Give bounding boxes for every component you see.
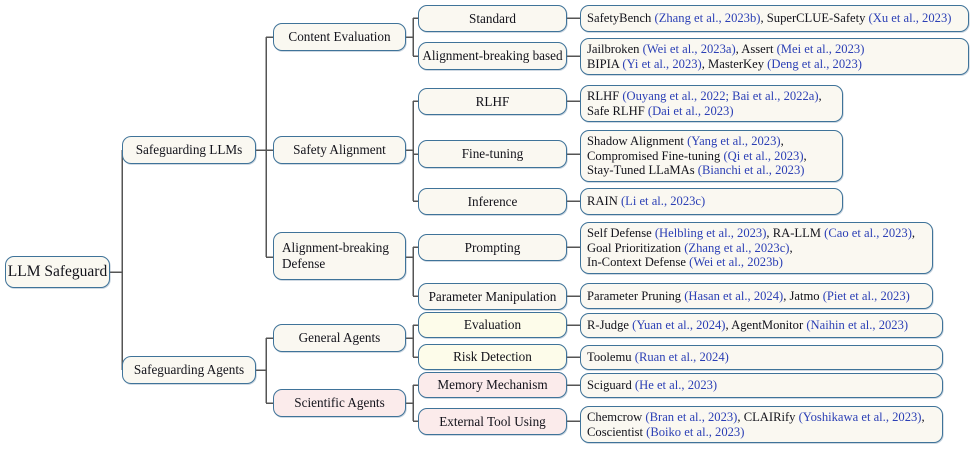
node-label: Evaluation	[463, 317, 522, 333]
leaf-evaluation-refs[interactable]: R-Judge (Yuan et al., 2024), AgentMonito…	[580, 313, 943, 338]
node-root-llm-safeguard[interactable]: LLM Safeguard	[5, 256, 110, 288]
node-general-agents[interactable]: General Agents	[273, 324, 406, 352]
node-evaluation[interactable]: Evaluation	[418, 312, 567, 338]
leaf-parameter-manipulation-refs[interactable]: Parameter Pruning (Hasan et al., 2024), …	[580, 283, 933, 309]
node-label: Parameter Manipulation	[428, 288, 557, 304]
leaf-text: Self Defense (Helbling et al., 2023), RA…	[587, 225, 916, 270]
node-rlhf[interactable]: RLHF	[418, 88, 567, 115]
leaf-risk-detection-refs[interactable]: Toolemu (Ruan et al., 2024)	[580, 345, 943, 370]
leaf-external-tool-using-refs[interactable]: Chemcrow (Bran et al., 2023), CLAIRify (…	[580, 406, 943, 443]
leaf-text: Parameter Pruning (Hasan et al., 2024), …	[587, 288, 910, 303]
node-label: Safety Alignment	[293, 142, 386, 158]
leaf-text: Chemcrow (Bran et al., 2023), CLAIRify (…	[587, 409, 925, 439]
node-label: Fine-tuning	[461, 146, 524, 162]
node-label: Risk Detection	[453, 349, 532, 365]
node-external-tool-using[interactable]: External Tool Using	[418, 408, 567, 435]
node-safeguarding-agents[interactable]: Safeguarding Agents	[122, 356, 256, 384]
node-label: Standard	[469, 10, 516, 26]
leaf-prompting-refs[interactable]: Self Defense (Helbling et al., 2023), RA…	[580, 222, 933, 274]
leaf-text: Toolemu (Ruan et al., 2024)	[587, 350, 729, 365]
leaf-rlhf-refs[interactable]: RLHF (Ouyang et al., 2022; Bai et al., 2…	[580, 85, 843, 122]
node-label: Safeguarding Agents	[133, 362, 245, 378]
node-label: General Agents	[298, 330, 381, 346]
leaf-text: RAIN (Li et al., 2023c)	[587, 194, 706, 209]
node-prompting[interactable]: Prompting	[418, 234, 567, 261]
node-label: Content Evaluation	[288, 29, 391, 45]
node-label: Inference	[467, 193, 518, 209]
leaf-standard-refs[interactable]: SafetyBench (Zhang et al., 2023b), Super…	[580, 5, 969, 32]
node-safeguarding-llms[interactable]: Safeguarding LLMs	[122, 136, 256, 164]
node-label: Alignment-breaking Defense	[282, 240, 389, 271]
leaf-text: R-Judge (Yuan et al., 2024), AgentMonito…	[587, 318, 909, 333]
leaf-inference-refs[interactable]: RAIN (Li et al., 2023c)	[580, 188, 843, 215]
node-label: Scientific Agents	[294, 395, 385, 411]
leaf-text: SafetyBench (Zhang et al., 2023b), Super…	[587, 11, 952, 26]
leaf-alignment-breaking-based-refs[interactable]: Jailbroken (Wei et al., 2023a), Assert (…	[580, 38, 969, 75]
node-label: LLM Safeguard	[7, 262, 108, 280]
node-label: Alignment-breaking based	[422, 48, 563, 64]
leaf-text: RLHF (Ouyang et al., 2022; Bai et al., 2…	[587, 88, 822, 118]
node-alignment-breaking-based[interactable]: Alignment-breaking based	[418, 42, 567, 70]
leaf-text: Sciguard (He et al., 2023)	[587, 378, 718, 393]
node-label: Memory Mechanism	[437, 377, 548, 393]
node-fine-tuning[interactable]: Fine-tuning	[418, 140, 567, 168]
leaf-text: Shadow Alignment (Yang et al., 2023),Com…	[587, 133, 807, 178]
leaf-text: Jailbroken (Wei et al., 2023a), Assert (…	[587, 41, 865, 71]
node-alignment-breaking-defense[interactable]: Alignment-breaking Defense	[273, 232, 406, 280]
node-parameter-manipulation[interactable]: Parameter Manipulation	[418, 283, 567, 310]
node-label: Safeguarding LLMs	[135, 142, 243, 158]
node-content-evaluation[interactable]: Content Evaluation	[273, 23, 406, 51]
node-standard[interactable]: Standard	[418, 5, 567, 32]
node-label: RLHF	[475, 93, 510, 109]
leaf-fine-tuning-refs[interactable]: Shadow Alignment (Yang et al., 2023),Com…	[580, 130, 843, 182]
node-label: External Tool Using	[439, 413, 546, 429]
node-inference[interactable]: Inference	[418, 188, 567, 215]
node-memory-mechanism[interactable]: Memory Mechanism	[418, 372, 567, 398]
node-risk-detection[interactable]: Risk Detection	[418, 344, 567, 370]
node-label: Prompting	[464, 239, 521, 255]
node-scientific-agents[interactable]: Scientific Agents	[273, 389, 406, 417]
node-safety-alignment[interactable]: Safety Alignment	[273, 136, 406, 164]
leaf-memory-mechanism-refs[interactable]: Sciguard (He et al., 2023)	[580, 373, 943, 398]
